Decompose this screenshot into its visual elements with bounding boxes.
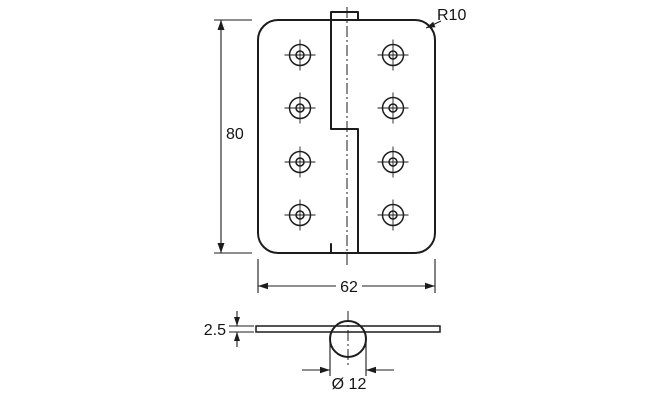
dimension-width: 62: [257, 259, 436, 296]
corner-radius-label: R10: [437, 7, 466, 24]
arrowhead-left-icon: [258, 282, 268, 290]
dimension-knuckle-diameter: Ø 12: [302, 342, 394, 393]
arrowhead-left-icon: [366, 366, 376, 374]
arrowhead-down-icon: [234, 317, 240, 326]
height-dimension-label: 80: [226, 126, 244, 143]
hinge-front-view: [257, 7, 436, 265]
screw-hole: [283, 38, 317, 72]
screw-hole: [283, 145, 317, 179]
dimension-thickness: 2.5: [204, 311, 254, 347]
width-dimension-label: 62: [340, 279, 358, 296]
hinge-section-view: [255, 311, 441, 367]
knuckle-diameter-label: Ø 12: [332, 376, 367, 393]
arrowhead-up-icon: [234, 332, 240, 341]
label-mask: [223, 124, 245, 143]
arrowhead-leader-icon: [426, 21, 436, 28]
screw-hole: [376, 145, 410, 179]
screw-hole: [283, 198, 317, 232]
screw-hole: [376, 91, 410, 125]
pin-top-tab: [330, 11, 359, 21]
thickness-dimension-label: 2.5: [204, 322, 226, 339]
arrowhead-down-icon: [217, 243, 225, 253]
arrowhead-right-icon: [320, 366, 330, 374]
arrowhead-up-icon: [217, 20, 225, 30]
screw-hole: [376, 198, 410, 232]
leaf-section-bar: [255, 325, 441, 333]
dimension-height: 80: [214, 19, 252, 254]
arrowhead-right-icon: [425, 282, 435, 290]
screw-hole: [376, 38, 410, 72]
leaf-split-line: [330, 19, 359, 254]
screw-hole: [283, 91, 317, 125]
dimension-corner-radius: R10: [425, 7, 466, 29]
hinge-outline: [257, 19, 436, 254]
